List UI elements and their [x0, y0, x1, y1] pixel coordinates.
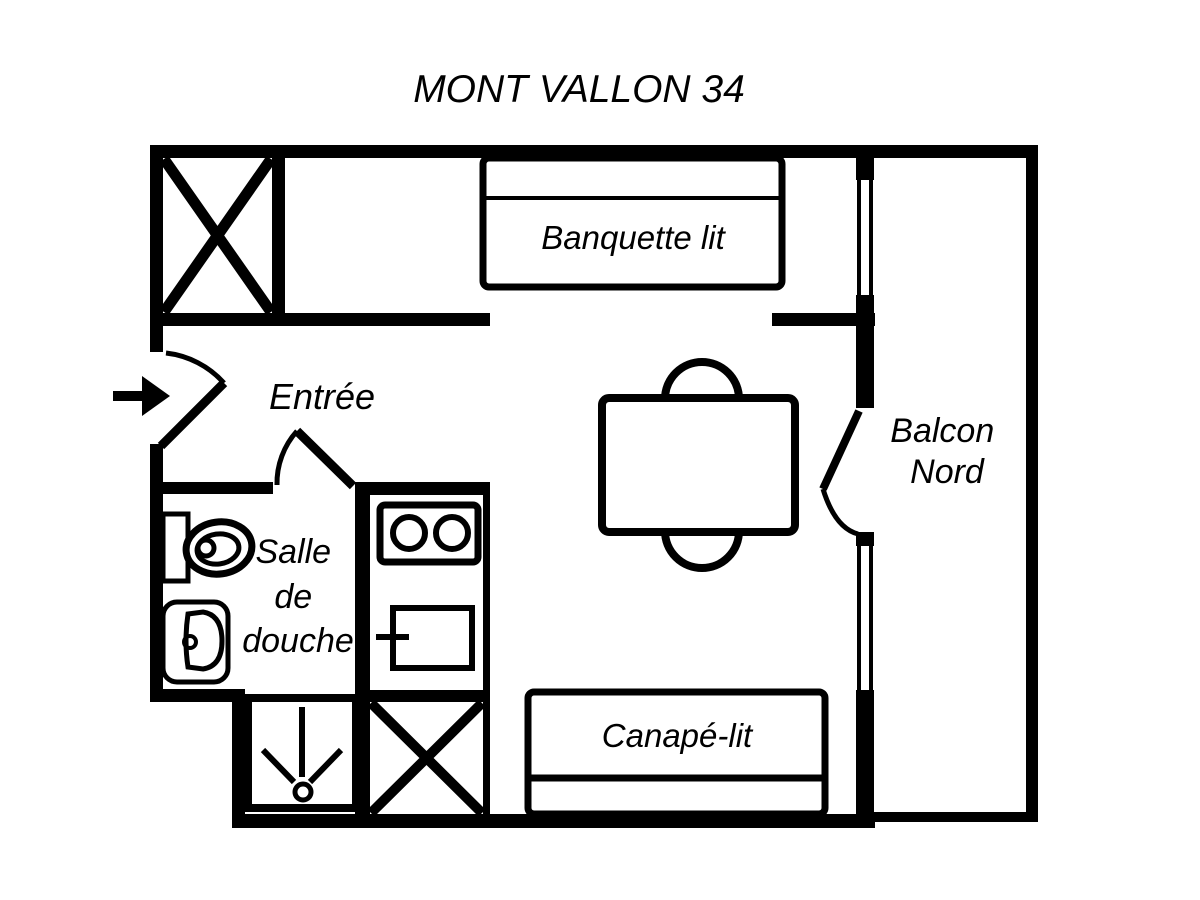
- bathroom-label: Salle de douche: [242, 533, 354, 660]
- window-frame-left: [857, 180, 861, 295]
- entry-door-swing-arc: [165, 350, 226, 385]
- entry-arrow-head: [142, 376, 170, 416]
- window-alcove-north: [856, 180, 874, 295]
- wall-left-lower: [150, 444, 163, 702]
- wall-top: [150, 145, 1038, 158]
- wall-left-upper: [150, 145, 163, 352]
- storage-x-icon: [367, 699, 486, 817]
- window-living-north: [856, 546, 874, 690]
- doors: [157, 350, 863, 537]
- sofa-bed: [524, 688, 829, 818]
- bathroom-door-swing-arc: [274, 429, 299, 486]
- wall-kitchen-top: [355, 482, 490, 495]
- shower-spray-left: [260, 747, 297, 785]
- chair-bottom: [661, 530, 743, 572]
- toilet-flush-dot: [195, 537, 217, 559]
- shower-spray-right: [307, 747, 344, 785]
- entry-arrow-icon: [113, 376, 170, 416]
- sink-bowl-left: [390, 514, 428, 552]
- sink-bowl-right: [433, 514, 471, 552]
- entry-label: Entrée: [269, 376, 375, 417]
- furniture: [159, 154, 829, 818]
- wall-kitchen-bottom: [355, 690, 490, 702]
- wall-closet2-right: [483, 702, 490, 814]
- balcony-label: Balcon Nord: [890, 412, 1003, 491]
- balcony-door-leaf: [819, 409, 863, 491]
- wall-kitchen-right: [483, 482, 490, 690]
- wall-interior-seg2: [856, 295, 874, 408]
- shower-drain: [292, 781, 314, 803]
- balcony-label-line1: Balcon: [890, 412, 994, 450]
- sofa-label: Canapé-lit: [602, 717, 754, 754]
- balcony-door-swing-arc: [820, 488, 859, 537]
- entry-door-leaf: [157, 379, 228, 450]
- wall-interior-seg3: [856, 532, 874, 546]
- bathroom-label-line2: de: [274, 578, 312, 616]
- wall-interior-seg4: [856, 690, 874, 828]
- balcony-label-line2: Nord: [910, 453, 985, 491]
- wall-balcony-bottom: [874, 812, 1038, 822]
- chair-top: [661, 358, 743, 400]
- bed-label: Banquette lit: [541, 219, 726, 256]
- wall-closet-divider: [272, 158, 285, 313]
- banquette-bed: [479, 154, 786, 291]
- plan-title: MONT VALLON 34: [413, 68, 745, 111]
- window-frame-right: [869, 180, 873, 295]
- wall-interior-seg1: [856, 145, 874, 180]
- window-frame-right: [869, 546, 873, 690]
- wall-bathroom-bottom: [150, 689, 245, 702]
- bathroom-label-line3: douche: [242, 622, 354, 660]
- wall-divider-right: [772, 313, 875, 326]
- dining-table: [598, 394, 799, 536]
- wall-bathroom-top: [150, 482, 273, 494]
- wall-divider-left: [150, 313, 490, 326]
- labels: MONT VALLON 34 Banquette lit Entrée Balc…: [242, 68, 1003, 754]
- bathroom-label-line1: Salle: [255, 533, 331, 571]
- wall-step: [232, 689, 245, 828]
- window-frame-left: [857, 546, 861, 690]
- bathroom-door-leaf: [293, 427, 357, 490]
- wardrobe-x-icon: [159, 155, 276, 316]
- wall-balcony-right: [1026, 145, 1038, 822]
- washbasin-faucet-dot: [182, 634, 198, 650]
